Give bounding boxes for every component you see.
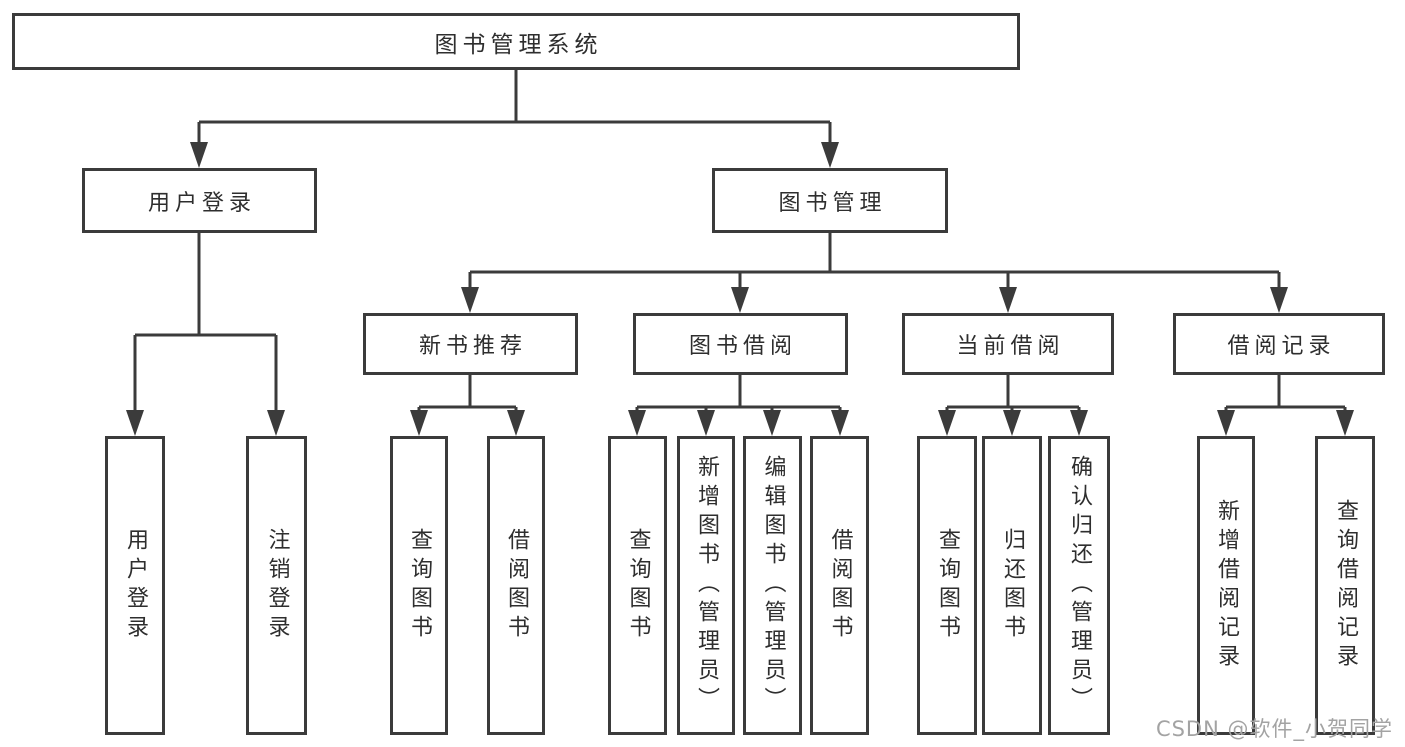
leaf-borrow-book: 借阅图书 xyxy=(810,436,869,735)
arrow-down-icon xyxy=(126,410,144,436)
node-current-borrow: 当前借阅 xyxy=(902,313,1114,375)
arrow-down-icon xyxy=(1336,410,1354,436)
node-label: 编辑图书（管理员） xyxy=(760,455,786,716)
leaf-current-query-book: 查询图书 xyxy=(917,436,977,735)
arrow-down-icon xyxy=(999,287,1017,313)
node-label: 借阅记录 xyxy=(1227,334,1336,359)
node-label: 用户登录 xyxy=(147,190,256,216)
arrow-down-icon xyxy=(697,410,715,436)
arrow-down-icon xyxy=(938,410,956,436)
node-label: 借阅图书 xyxy=(504,527,529,644)
leaf-query-borrow-record: 查询借阅记录 xyxy=(1315,436,1375,735)
node-label: 新书推荐 xyxy=(418,334,527,359)
arrow-down-icon xyxy=(763,410,781,436)
node-label: 确认归还（管理员） xyxy=(1067,455,1092,716)
arrow-down-icon xyxy=(410,410,428,436)
node-book-management: 图书管理 xyxy=(712,168,948,233)
node-label: 新增借阅记录 xyxy=(1214,498,1239,673)
node-label: 图书管理系统 xyxy=(434,31,603,58)
node-label: 图书借阅 xyxy=(688,334,797,359)
leaf-borrow-query-book: 查询图书 xyxy=(608,436,667,735)
node-label: 借阅图书 xyxy=(827,527,853,644)
leaf-return-book: 归还图书 xyxy=(982,436,1042,735)
arrow-down-icon xyxy=(190,142,208,168)
node-label: 注销登录 xyxy=(264,527,290,644)
arrow-down-icon xyxy=(831,410,849,436)
arrow-down-icon xyxy=(507,410,525,436)
node-borrow-records: 借阅记录 xyxy=(1173,313,1385,375)
arrow-down-icon xyxy=(628,410,646,436)
arrow-down-icon xyxy=(1003,410,1021,436)
leaf-add-borrow-record: 新增借阅记录 xyxy=(1197,436,1255,735)
node-label: 图书管理 xyxy=(778,190,887,216)
leaf-confirm-return-admin: 确认归还（管理员） xyxy=(1048,436,1110,735)
arrow-down-icon xyxy=(267,410,285,436)
arrow-down-icon xyxy=(1217,410,1235,436)
leaf-logout: 注销登录 xyxy=(246,436,307,735)
arrow-down-icon xyxy=(461,287,479,313)
leaf-recommend-borrow-book: 借阅图书 xyxy=(487,436,545,735)
node-label: 用户登录 xyxy=(123,527,148,644)
node-book-borrow: 图书借阅 xyxy=(633,313,848,375)
arrow-down-icon xyxy=(731,287,749,313)
leaf-recommend-query-book: 查询图书 xyxy=(390,436,448,735)
node-label: 新增图书（管理员） xyxy=(694,455,719,716)
leaf-edit-book-admin: 编辑图书（管理员） xyxy=(743,436,802,735)
node-label: 查询借阅记录 xyxy=(1333,498,1358,673)
node-label: 归还图书 xyxy=(1000,527,1025,644)
node-label: 当前借阅 xyxy=(956,334,1065,359)
node-new-book-recommend: 新书推荐 xyxy=(363,313,578,375)
arrow-down-icon xyxy=(1070,410,1088,436)
leaf-add-book-admin: 新增图书（管理员） xyxy=(677,436,735,735)
node-user-login: 用户登录 xyxy=(82,168,317,233)
arrow-down-icon xyxy=(1270,287,1288,313)
node-root-library-system: 图书管理系统 xyxy=(12,13,1020,70)
node-label: 查询图书 xyxy=(625,527,651,644)
arrow-down-icon xyxy=(821,142,839,168)
node-label: 查询图书 xyxy=(935,527,960,644)
leaf-user-login: 用户登录 xyxy=(105,436,165,735)
node-label: 查询图书 xyxy=(407,527,432,644)
csdn-watermark: CSDN @软件_小贺同学 xyxy=(1155,717,1393,741)
